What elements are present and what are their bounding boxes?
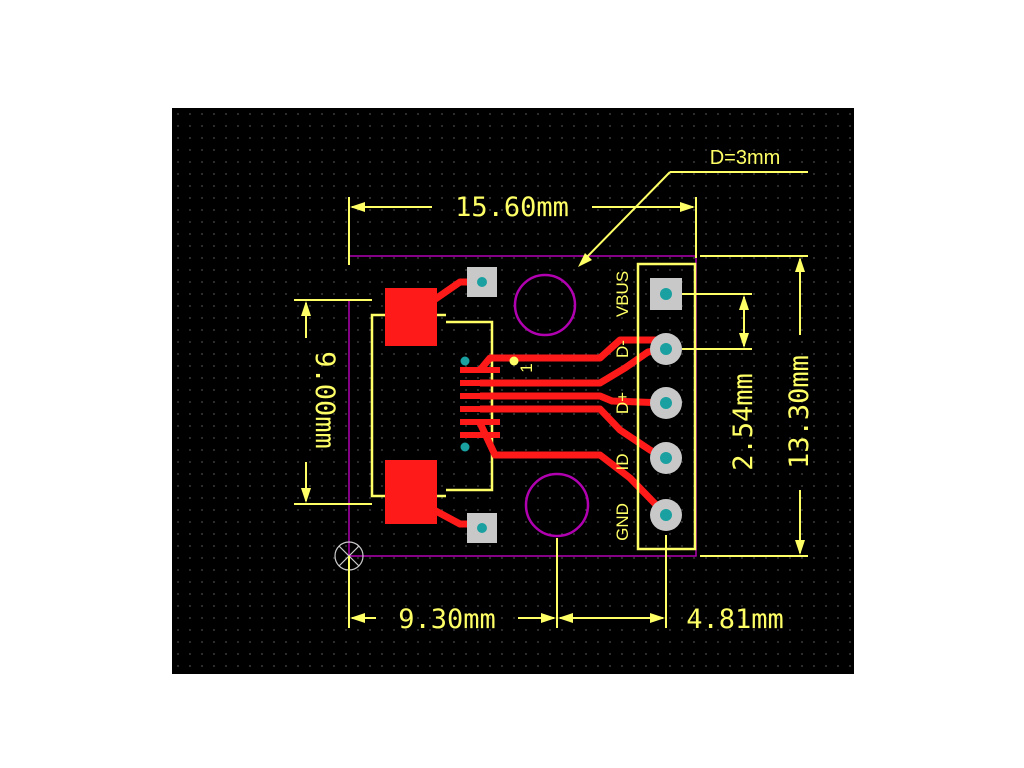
dim-total-width: 15.60mm: [455, 192, 569, 223]
pcb-drawing: VBUS D- D+ ID GND 1: [172, 108, 854, 674]
pin-label-dminus: D-: [613, 340, 632, 358]
pin-label-vbus: VBUS: [613, 271, 632, 317]
dim-connector-height: 9.00mm: [309, 351, 340, 449]
grid-dots: [172, 108, 854, 674]
pin-label-dplus: D+: [613, 392, 632, 414]
dim-pin-pitch: 2.54mm: [728, 373, 759, 471]
micro-usb-pins: [460, 367, 500, 438]
vias: [460, 356, 519, 452]
hole-diameter-note: D=3mm: [710, 147, 781, 169]
pin-label-id: ID: [613, 454, 632, 471]
mounting-hole-bottom: [524, 472, 590, 538]
pin-label-gnd: GND: [613, 503, 632, 541]
dim-total-height: 13.30mm: [784, 355, 815, 469]
connector-tab-pads: [467, 267, 497, 543]
header-pads: [650, 278, 682, 531]
dim-connector-to-hole: 9.30mm: [398, 604, 496, 635]
pin1-marker: 1: [517, 363, 536, 372]
board-outline: [348, 255, 697, 557]
shield-pad-bottom: [385, 460, 437, 524]
dim-hole-to-header: 4.81mm: [686, 604, 784, 635]
shield-pad-top: [385, 288, 437, 346]
mounting-hole-top: [513, 273, 577, 337]
dimension-lines: [294, 171, 808, 628]
